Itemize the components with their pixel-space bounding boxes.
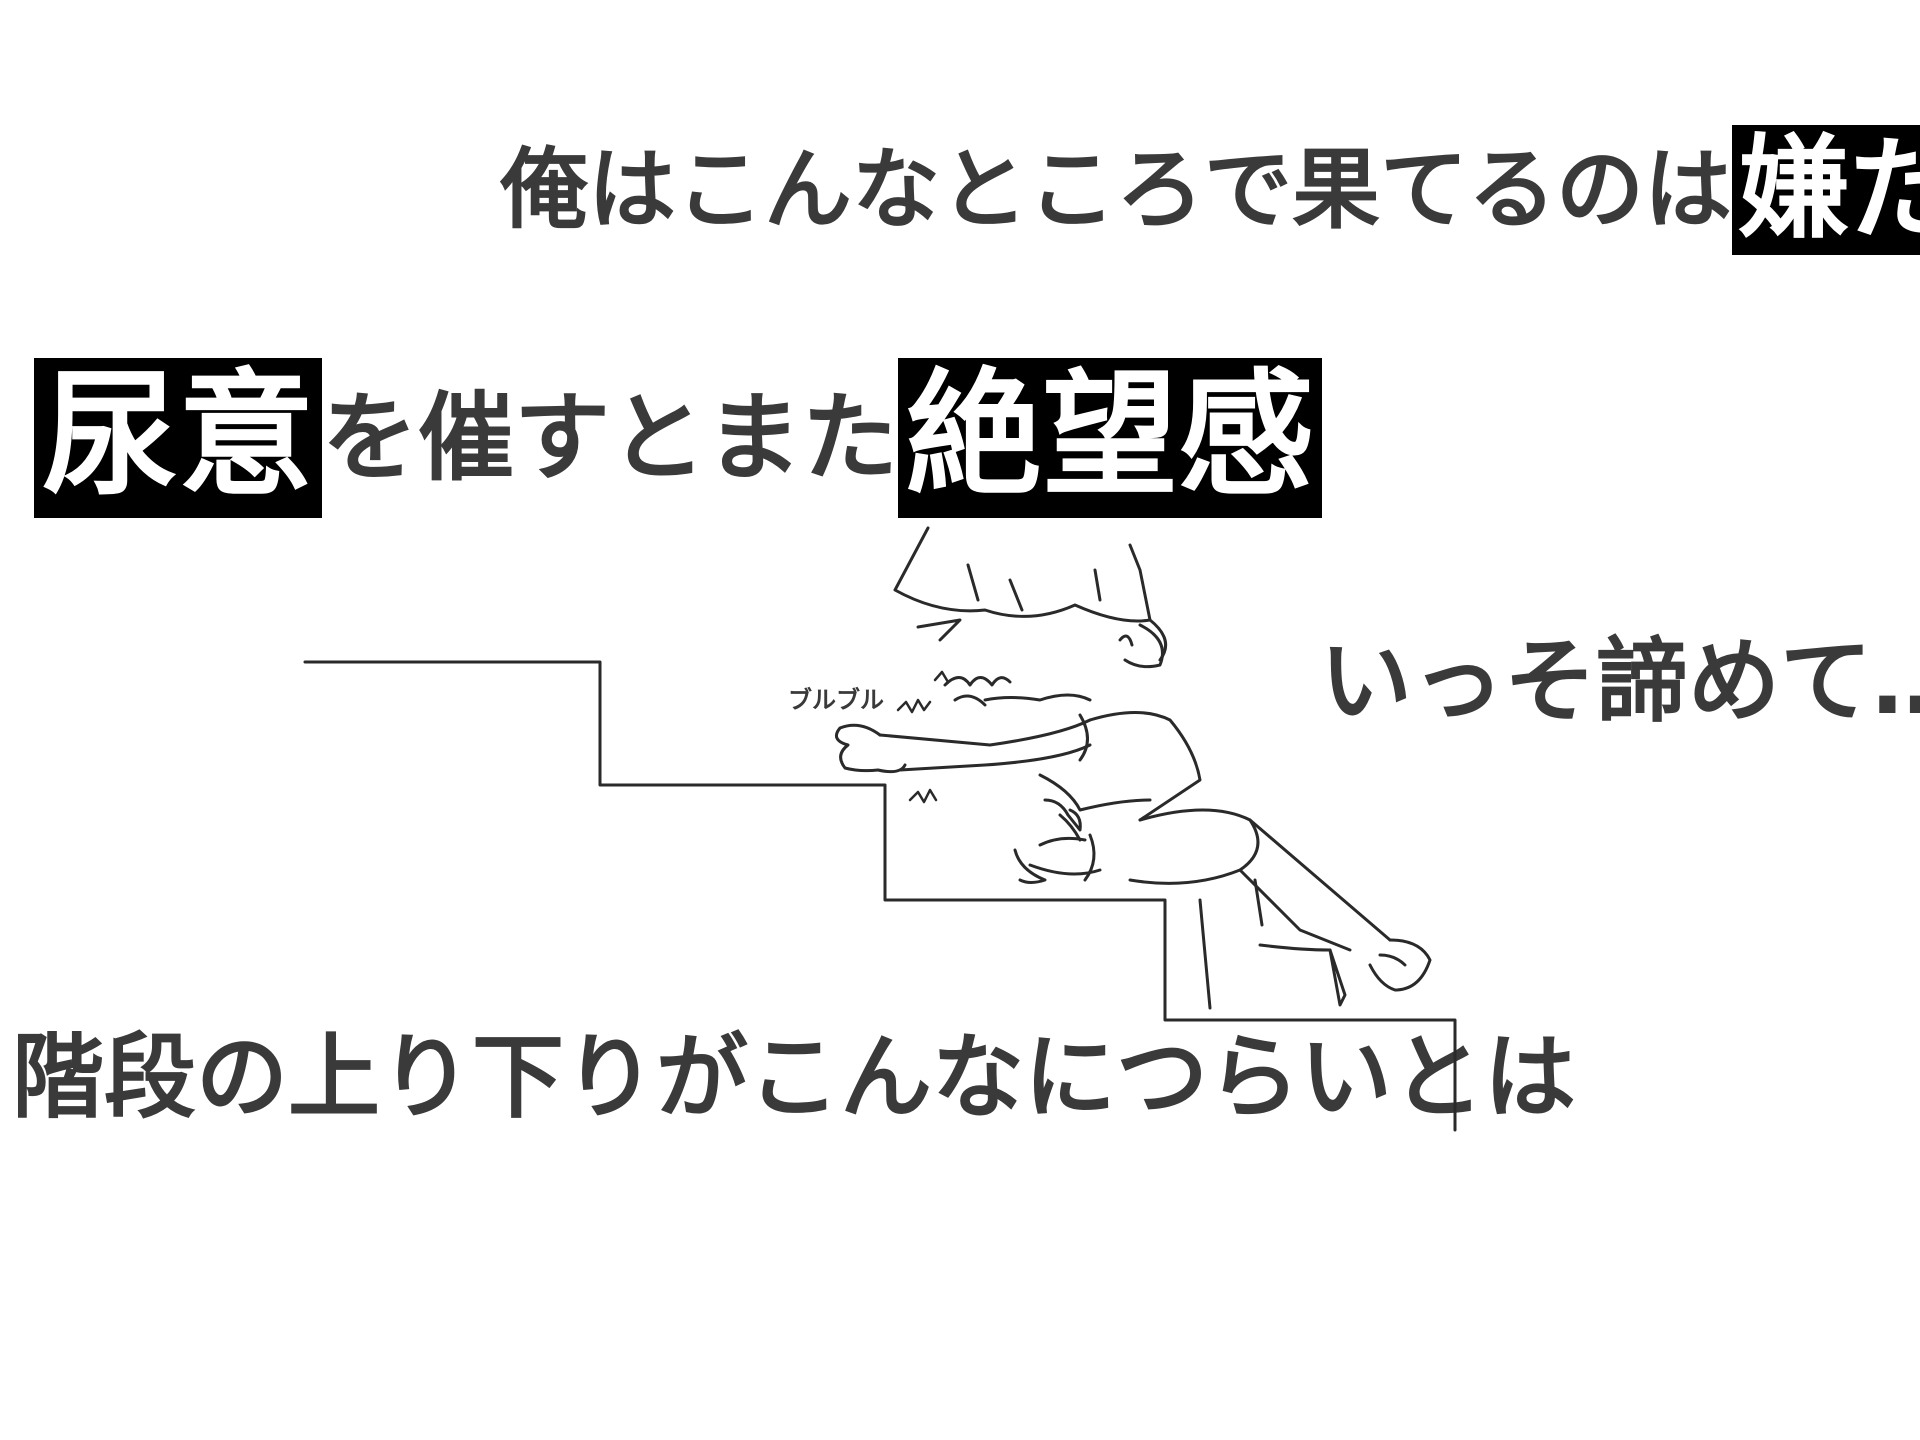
shiver-marks [896,670,950,804]
shiver-sound-effect: ブルブル [788,686,884,714]
caption-line-2: 尿意を催すとまた絶望感 [34,358,1322,518]
caption-line-1: 俺はこんなところで果てるのは嫌だ [500,125,1920,255]
caption-1-text: 俺はこんなところで果てるのは [500,138,1733,241]
caption-line-3: いっそ諦めて… [1320,628,1920,735]
crawling-person-drawing [834,526,1432,1010]
caption-2-text: を催すとまた [322,382,898,494]
caption-line-4: 階段の上り下りがこんなにつらいとは [12,1024,1577,1131]
caption-2-highlight-b: 絶望感 [898,358,1322,518]
caption-1-highlight: 嫌だ [1732,125,1920,255]
stairs-outline [303,660,1457,1132]
caption-2-highlight-a: 尿意 [34,358,322,518]
